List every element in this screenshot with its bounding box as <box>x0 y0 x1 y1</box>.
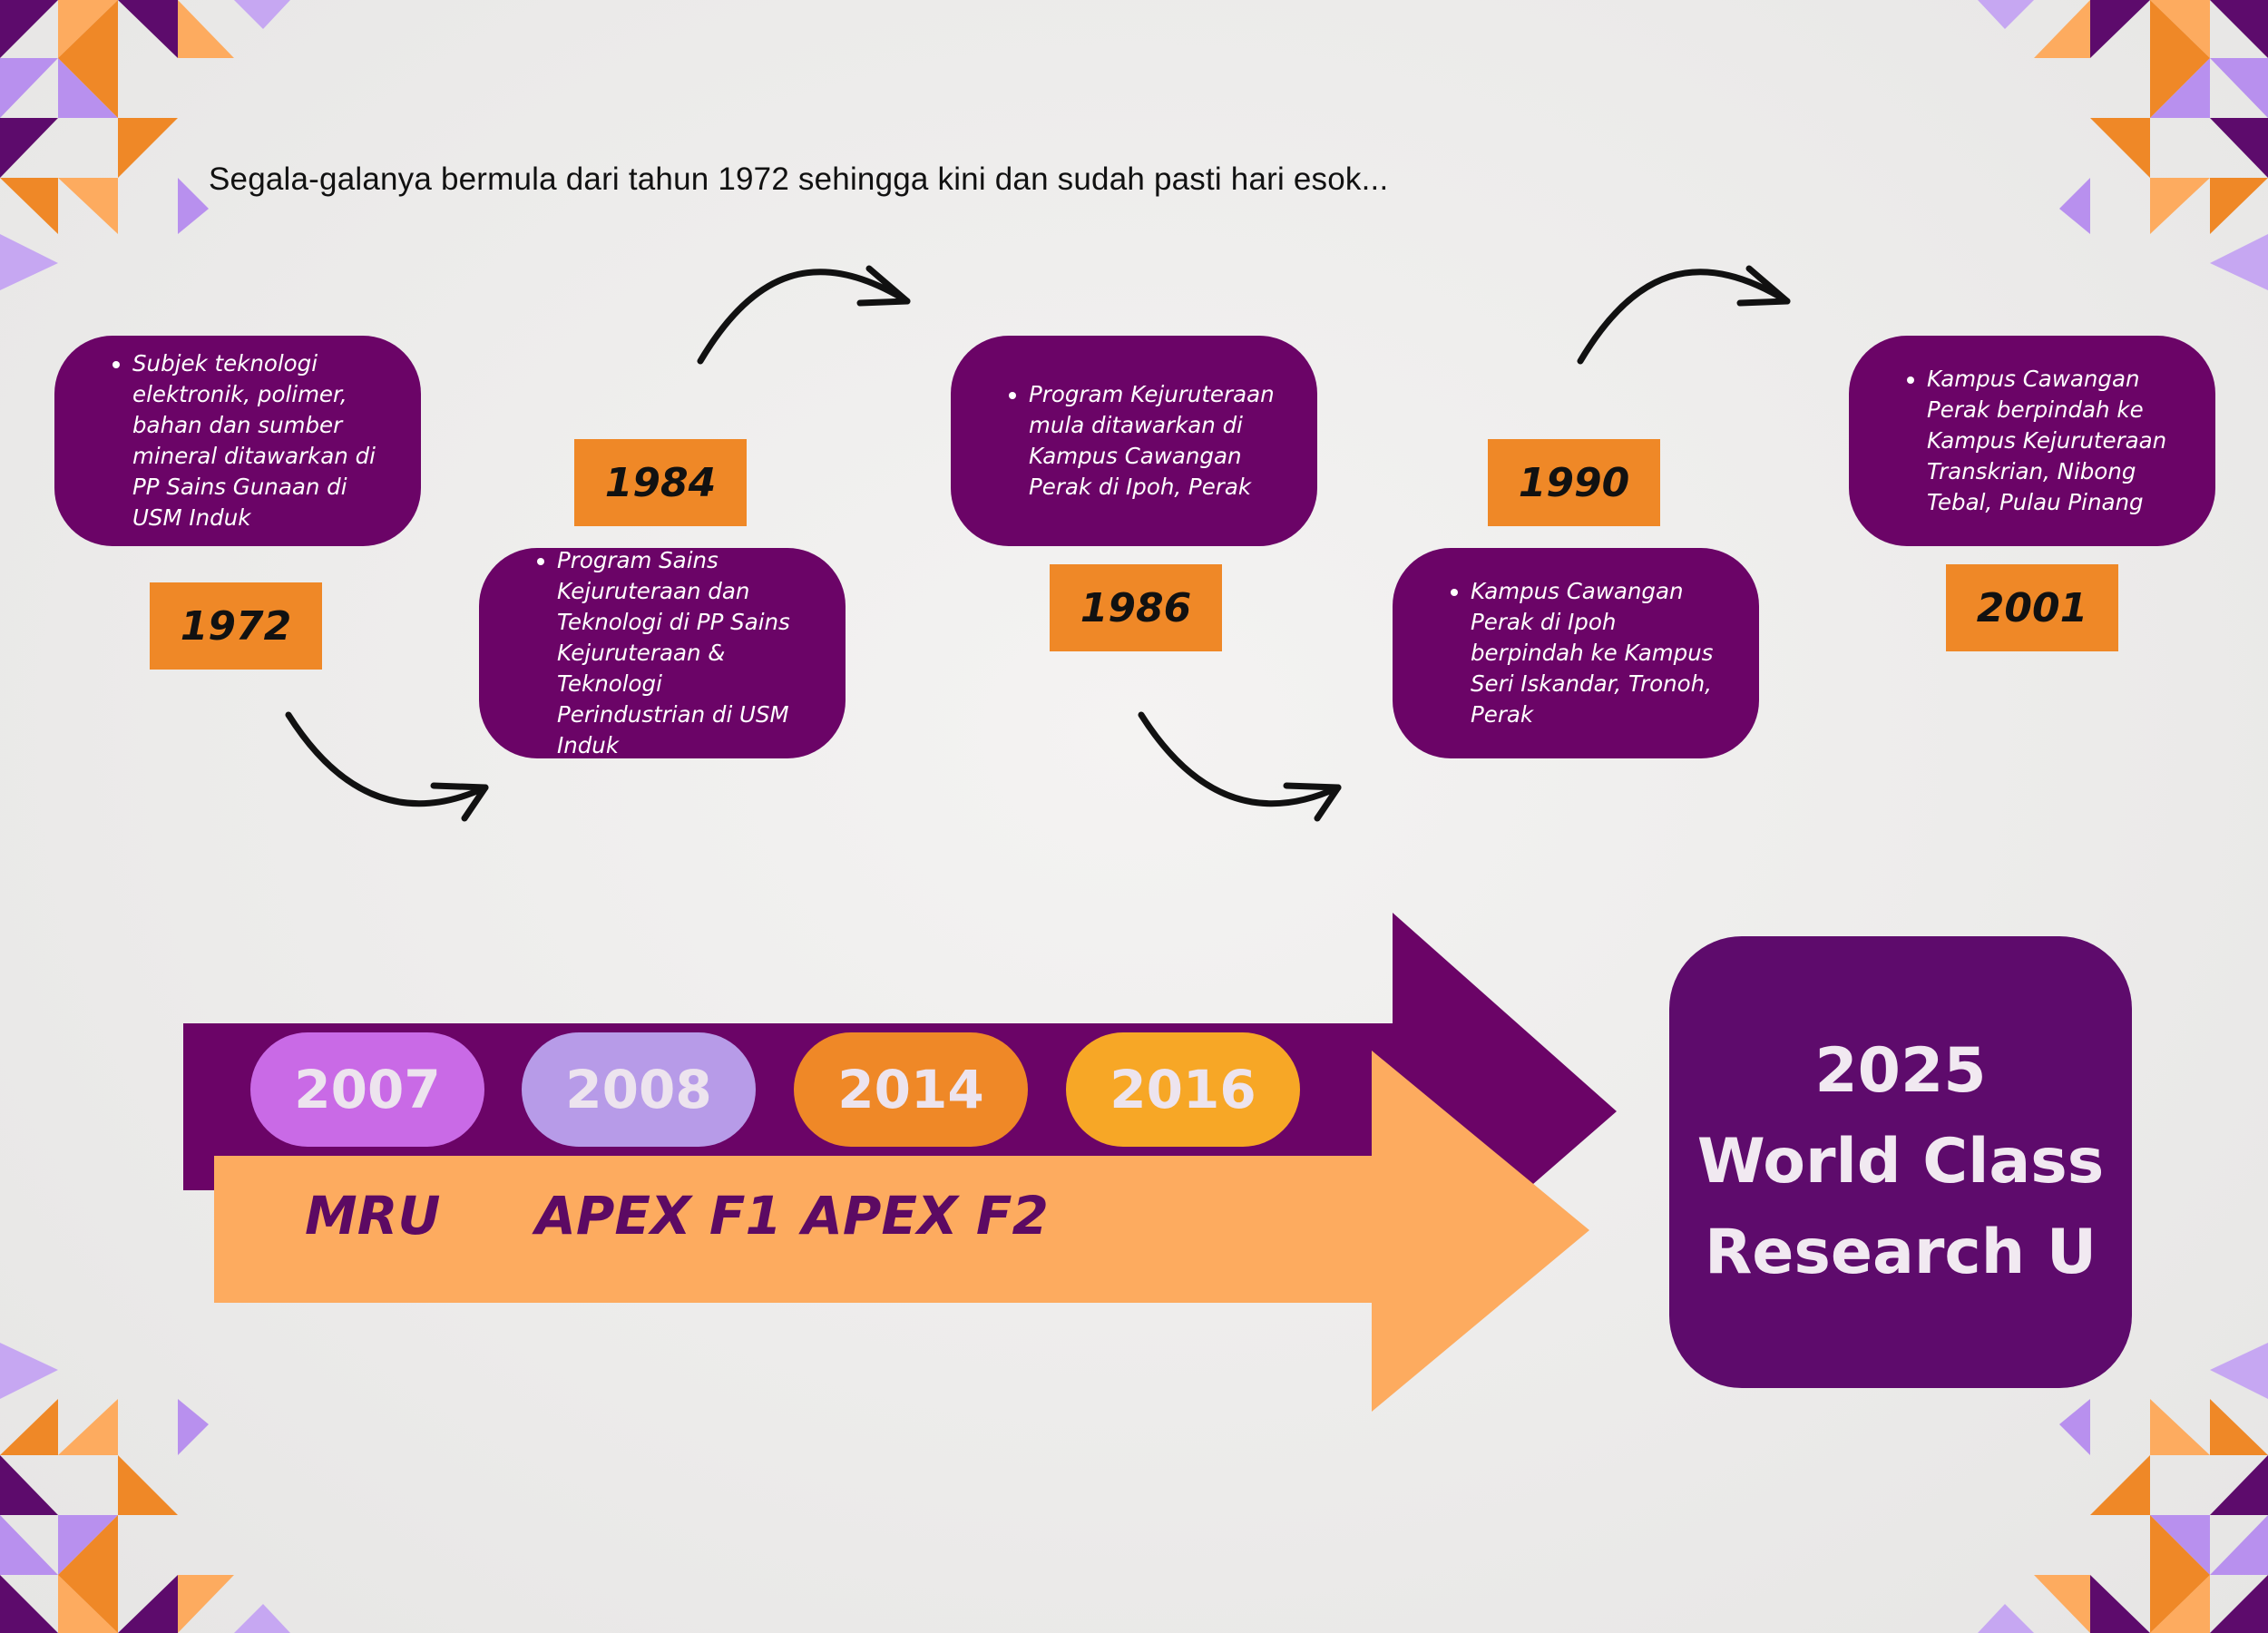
intro-text: Segala-galanya bermula dari tahun 1972 s… <box>209 161 1389 197</box>
corner-pattern-top-left <box>0 0 290 290</box>
goal-line-2: Research U <box>1704 1217 2097 1288</box>
event-card-1972: Subjek teknologi elektronik, polimer, ba… <box>54 336 421 546</box>
milestone-label-apex-f1: APEX F1 <box>535 1185 782 1247</box>
milestone-label-mru: MRU <box>305 1185 441 1247</box>
milestone-pill-2016: 2016 <box>1066 1032 1300 1147</box>
corner-pattern-bottom-right <box>1978 1343 2268 1633</box>
milestone-pill-2007: 2007 <box>250 1032 484 1147</box>
goal-line-1: World Class <box>1696 1126 2105 1198</box>
event-card-1990: Kampus Cawangan Perak di Ipoh berpindah … <box>1393 548 1759 758</box>
event-text-1986: Program Kejuruteraan mula ditawarkan di … <box>1029 379 1283 503</box>
goal-box: 2025 World Class Research U <box>1669 936 2132 1388</box>
arrow-1990-to-2001-head <box>1736 265 1791 307</box>
event-card-1984: Program Sains Kejuruteraan dan Teknologi… <box>479 545 846 761</box>
event-text-2001: Kampus Cawangan Perak berpindah ke Kampu… <box>1927 364 2181 518</box>
arrow-1984-to-1986 <box>697 269 911 365</box>
event-text-1984: Program Sains Kejuruteraan dan Teknologi… <box>557 545 811 761</box>
arrow-1990-to-2001 <box>1577 269 1791 365</box>
arrow-1984-to-1986-head <box>856 265 911 307</box>
event-card-1986: Program Kejuruteraan mula ditawarkan di … <box>951 336 1317 546</box>
milestone-pill-2014: 2014 <box>794 1032 1028 1147</box>
goal-year: 2025 <box>1814 1035 1987 1107</box>
year-box-1984: 1984 <box>574 439 747 526</box>
arrow-1972-to-1984-head <box>430 782 489 822</box>
corner-pattern-bottom-left <box>0 1343 290 1633</box>
arrow-1986-to-1990-head <box>1283 782 1342 822</box>
event-text-1972: Subjek teknologi elektronik, polimer, ba… <box>132 348 386 533</box>
corner-pattern-top-right <box>1978 0 2268 290</box>
milestone-pill-2008: 2008 <box>522 1032 756 1147</box>
year-box-1990: 1990 <box>1488 439 1660 526</box>
arrow-1986-to-1990 <box>1138 711 1342 807</box>
milestone-label-apex-f2: APEX F2 <box>802 1185 1049 1247</box>
arrow-1972-to-1984 <box>285 711 489 807</box>
year-box-1972: 1972 <box>150 582 322 670</box>
peach-arrow <box>214 1051 1589 1412</box>
year-box-2001: 2001 <box>1946 564 2118 651</box>
event-card-2001: Kampus Cawangan Perak berpindah ke Kampu… <box>1849 336 2215 546</box>
year-box-1986: 1986 <box>1050 564 1222 651</box>
event-text-1990: Kampus Cawangan Perak di Ipoh berpindah … <box>1471 576 1725 730</box>
